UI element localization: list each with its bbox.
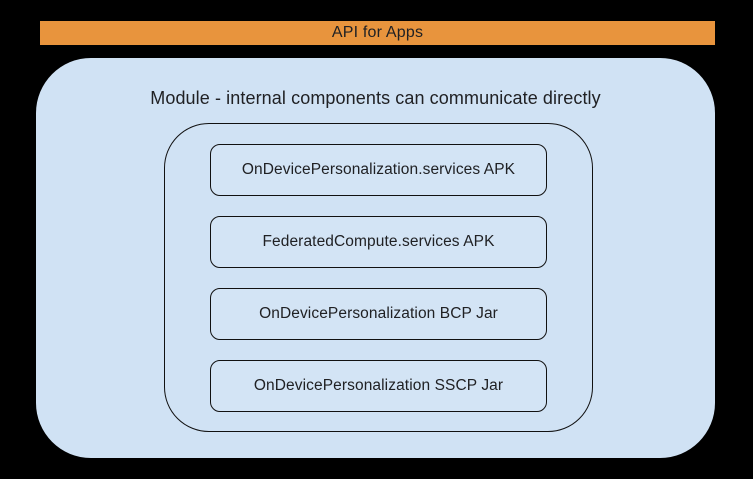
component-box-federatedcompute-services-apk: FederatedCompute.services APK [210, 215, 547, 268]
component-box-ondevicepersonalization-bcp-jar: OnDevicePersonalization BCP Jar [210, 287, 547, 340]
component-box-ondevicepersonalization-services-apk: OnDevicePersonalization.services APK [210, 143, 547, 196]
module-title: Module - internal components can communi… [150, 88, 601, 108]
module-inner-boundary: OnDevicePersonalization.services APK Fed… [164, 123, 593, 432]
api-for-apps-label: API for Apps [331, 24, 424, 41]
module-container: Module - internal components can communi… [36, 58, 715, 458]
component-box-ondevicepersonalization-sscp-jar: OnDevicePersonalization SSCP Jar [210, 359, 547, 412]
api-for-apps-banner: API for Apps [40, 21, 715, 45]
